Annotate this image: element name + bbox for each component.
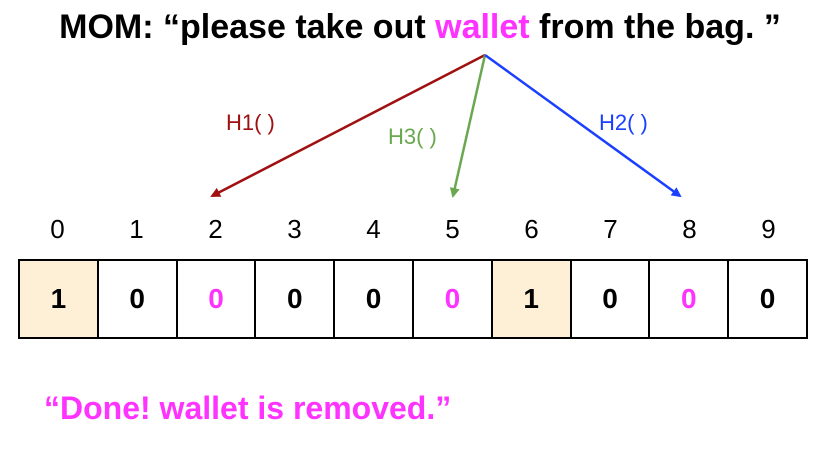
index-label: 5: [445, 214, 460, 244]
title-prefix: MOM: “please take out: [59, 8, 436, 46]
h3-label: H3( ): [388, 124, 437, 149]
index-label: 6: [524, 214, 539, 244]
bit-cell: 0: [759, 283, 776, 314]
index-label: 9: [761, 214, 776, 244]
h1-label: H1( ): [226, 110, 275, 135]
index-label: 3: [287, 214, 302, 244]
bit-cell: 0: [650, 261, 730, 337]
bit-cell: 0: [335, 261, 414, 337]
index-label: 8: [682, 214, 697, 244]
bit-cell: 0: [99, 261, 178, 337]
h3-arrow: [449, 54, 487, 198]
bit-cell: 1: [20, 261, 99, 337]
title-suffix: from the bag. ”: [529, 8, 781, 46]
bit-cell: 0: [572, 261, 651, 337]
index-label: 0: [50, 214, 65, 244]
bit-cell: 0: [178, 261, 257, 337]
result-message: “Done! wallet is removed.”: [44, 390, 452, 426]
h1-arrow: [210, 53, 486, 198]
index-label: 7: [603, 214, 618, 244]
index-row: 0 1 2 3 4 5 6 7 8 9: [18, 214, 808, 250]
h2-label: H2( ): [599, 110, 648, 135]
bit-cell: 0: [414, 261, 493, 337]
index-label: 4: [366, 214, 381, 244]
h2-arrow: [484, 53, 682, 198]
title: MOM: “please take out wallet from the ba…: [0, 8, 840, 47]
index-label: 2: [208, 214, 223, 244]
bit-array: 1 0 0 0 0 0 1 0 0 0: [18, 259, 808, 339]
title-highlight-word: wallet: [435, 8, 530, 46]
index-label: 1: [129, 214, 144, 244]
bit-cell: 0: [256, 261, 336, 337]
bit-cell: 1: [492, 261, 572, 337]
